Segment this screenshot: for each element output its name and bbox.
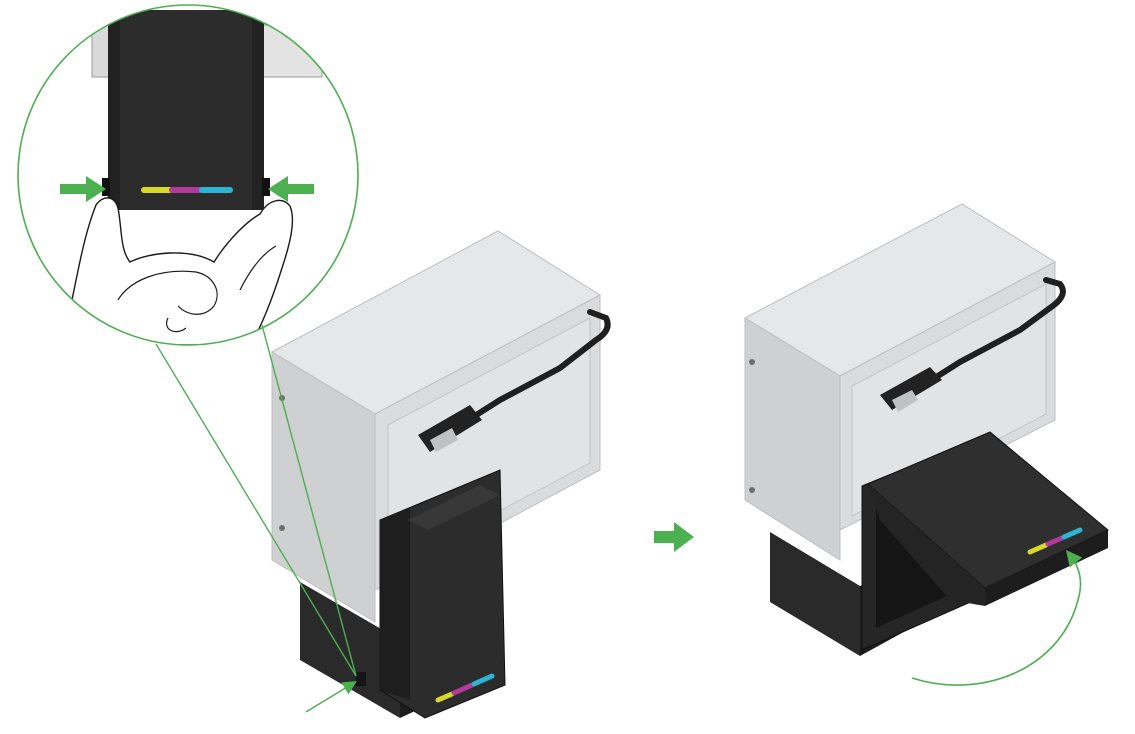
squeeze-clips-icon <box>17 4 359 346</box>
device-open-icon <box>743 203 1109 656</box>
right-arrow-icon <box>654 522 694 552</box>
curved-open-arrow-icon <box>911 550 1083 686</box>
squeeze-arrow-right-icon <box>268 176 314 202</box>
device-closed-icon <box>270 230 611 719</box>
leader-lines <box>155 324 357 713</box>
squeeze-arrow-left-icon <box>60 176 106 202</box>
